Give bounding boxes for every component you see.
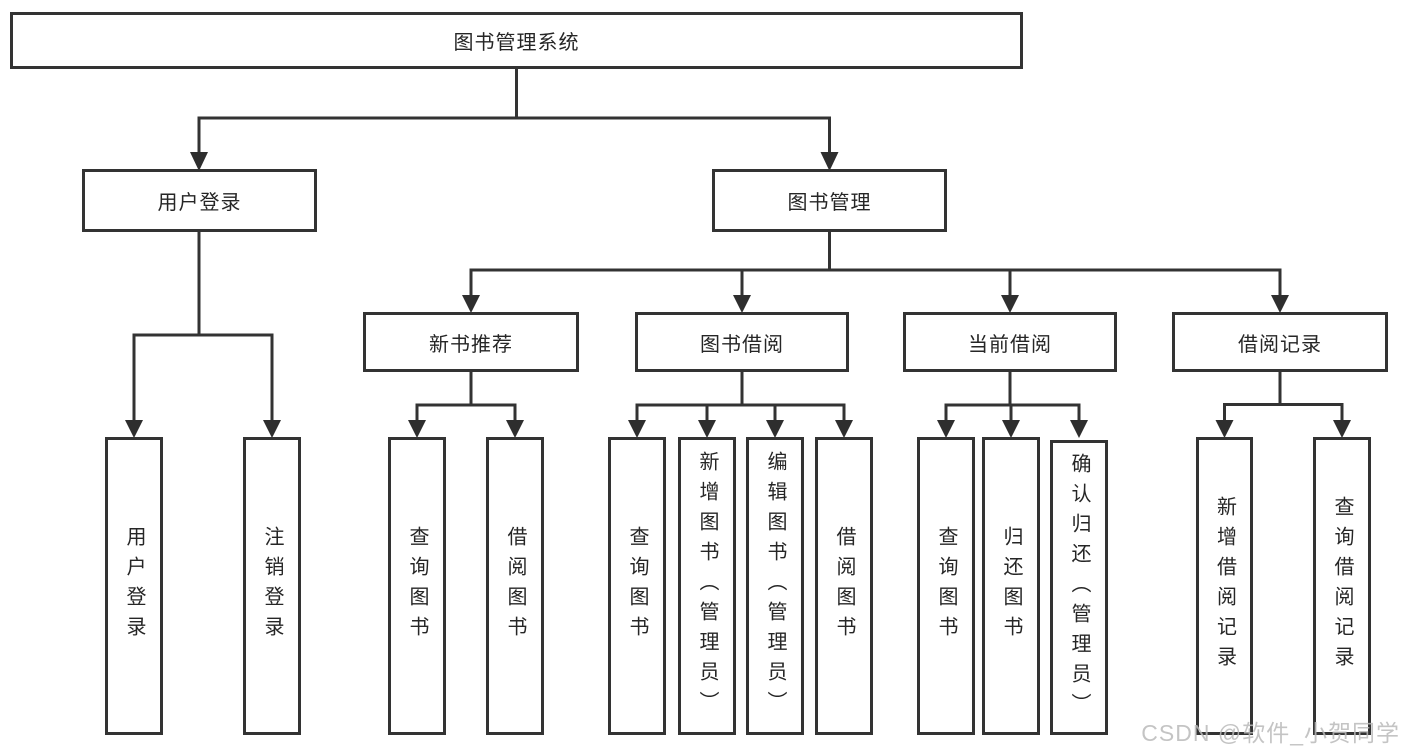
node-current-borrowing: 当前借阅 [903, 312, 1117, 372]
node-book-management: 图书管理 [712, 169, 947, 232]
node-user-login: 用户登录 [82, 169, 317, 232]
leaf-query-borrow-record-label: 查询借阅记录 [1331, 496, 1353, 676]
node-user-login-label: 用户登录 [157, 192, 242, 214]
leaf-borrow-book-label: 借阅图书 [833, 526, 855, 646]
arrowhead-icon [698, 420, 716, 438]
arrowhead-icon [125, 420, 143, 438]
node-book-management-label: 图书管理 [787, 192, 872, 214]
arrowhead-icon [263, 420, 281, 438]
arrowhead-icon [506, 420, 524, 438]
leaf-query-book-recommend: 查询图书 [388, 437, 446, 735]
leaf-borrow-book: 借阅图书 [815, 437, 873, 735]
leaf-query-book-borrow: 查询图书 [608, 437, 666, 735]
node-root: 图书管理系统 [10, 12, 1023, 69]
arrowhead-icon [1070, 420, 1088, 438]
arrowhead-icon [1001, 295, 1019, 313]
leaf-edit-book-admin-label: 编辑图书（管理员） [764, 451, 786, 721]
leaf-query-book-current-label: 查询图书 [935, 526, 957, 646]
arrowhead-icon [462, 295, 480, 313]
leaf-borrow-book-recommend: 借阅图书 [486, 437, 544, 735]
leaf-query-book-borrow-label: 查询图书 [626, 526, 648, 646]
arrowhead-icon [1215, 420, 1234, 438]
node-book-borrowing-label: 图书借阅 [700, 333, 784, 356]
leaf-query-borrow-record: 查询借阅记录 [1313, 437, 1371, 735]
leaf-user-login: 用户登录 [105, 437, 163, 735]
leaf-add-borrow-record-label: 新增借阅记录 [1213, 496, 1236, 676]
arrowhead-icon [1333, 420, 1351, 438]
node-new-book-recommend: 新书推荐 [363, 312, 579, 372]
leaf-add-borrow-record: 新增借阅记录 [1196, 437, 1253, 735]
leaf-confirm-return-admin-label: 确认归还（管理员） [1068, 452, 1090, 723]
arrowhead-icon [628, 420, 646, 438]
leaf-add-book-admin: 新增图书（管理员） [678, 437, 736, 735]
leaf-user-login-label: 用户登录 [123, 526, 145, 646]
leaf-confirm-return-admin: 确认归还（管理员） [1050, 440, 1108, 735]
arrowhead-icon [820, 152, 839, 171]
csdn-watermark: CSDN @软件_小贺同学 [1141, 720, 1400, 746]
leaf-query-book-recommend-label: 查询图书 [406, 526, 428, 646]
leaf-logout: 注销登录 [243, 437, 301, 735]
arrowhead-icon [408, 420, 426, 438]
node-borrowing-records: 借阅记录 [1172, 312, 1388, 372]
leaf-edit-book-admin: 编辑图书（管理员） [746, 437, 804, 735]
leaf-add-book-admin-label: 新增图书（管理员） [696, 451, 718, 721]
node-borrowing-records-label: 借阅记录 [1238, 333, 1322, 356]
arrowhead-icon [733, 295, 751, 313]
node-book-borrowing: 图书借阅 [635, 312, 849, 372]
arrowhead-icon [1271, 295, 1289, 313]
arrowhead-icon [190, 152, 208, 171]
node-current-borrowing-label: 当前借阅 [968, 333, 1052, 356]
arrowhead-icon [937, 420, 955, 438]
leaf-return-book-label: 归还图书 [1000, 526, 1022, 646]
leaf-return-book: 归还图书 [982, 437, 1040, 735]
node-new-book-recommend-label: 新书推荐 [429, 333, 513, 356]
arrowhead-icon [835, 420, 853, 438]
leaf-query-book-current: 查询图书 [917, 437, 975, 735]
leaf-logout-label: 注销登录 [261, 526, 283, 646]
node-root-label: 图书管理系统 [453, 32, 580, 54]
leaf-borrow-book-recommend-label: 借阅图书 [504, 526, 526, 646]
arrowhead-icon [766, 420, 784, 438]
arrowhead-icon [1002, 420, 1020, 438]
